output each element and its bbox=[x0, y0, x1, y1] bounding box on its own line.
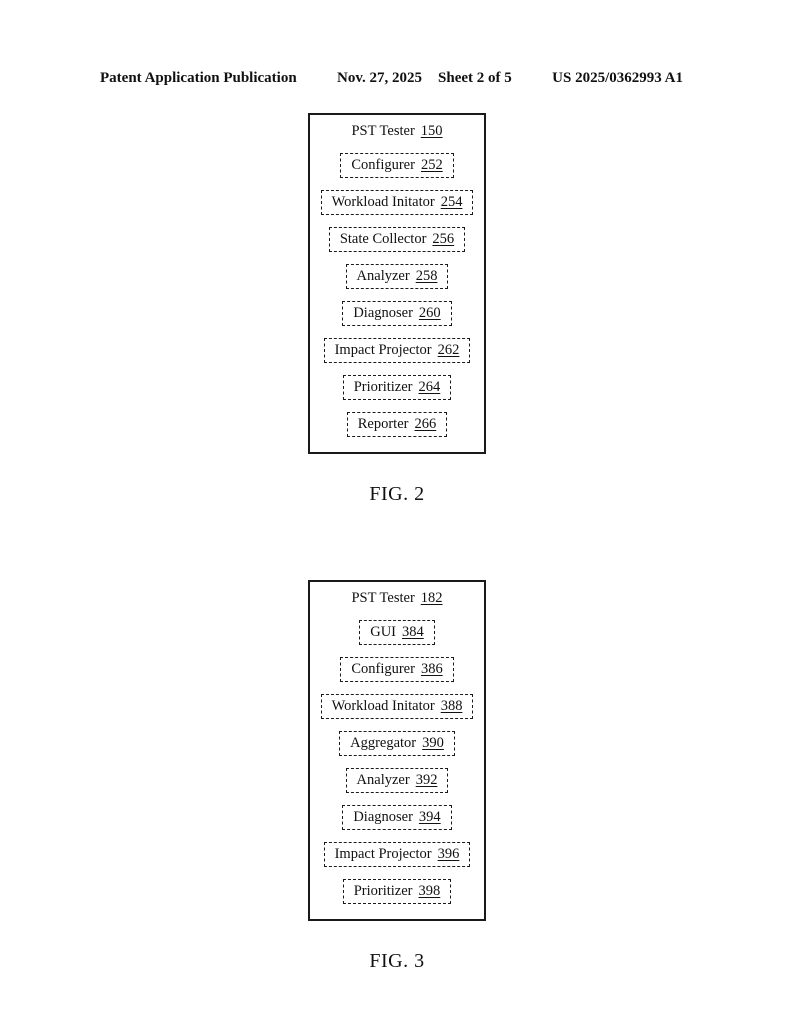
component-ref: 396 bbox=[437, 846, 460, 862]
component-label: Prioritizer bbox=[353, 379, 413, 395]
component-ref: 386 bbox=[420, 661, 443, 677]
component-label: Workload Initator bbox=[331, 194, 435, 210]
header-publication-label: Patent Application Publication bbox=[100, 70, 297, 86]
component-label: State Collector bbox=[339, 231, 427, 247]
figure-3-components: GUI 384 Configurer 386 Workload Initator 38… bbox=[310, 620, 484, 904]
component-label: Prioritizer bbox=[353, 883, 413, 899]
component-label: Configurer bbox=[351, 157, 415, 173]
figure-2: PST Tester 150 Configurer 252 Workload Ini… bbox=[308, 113, 486, 506]
box-title-label: PST Tester bbox=[351, 123, 415, 139]
component-box: Configurer 386 bbox=[340, 657, 454, 682]
component-label: Impact Projector bbox=[334, 846, 432, 862]
component-box: Workload Initator 254 bbox=[320, 190, 474, 215]
component-box: Impact Projector 396 bbox=[323, 842, 471, 867]
component-label: Diagnoser bbox=[353, 305, 413, 321]
component-ref: 266 bbox=[414, 416, 437, 432]
component-box: Impact Projector 262 bbox=[323, 338, 471, 363]
component-ref: 390 bbox=[422, 735, 444, 751]
component-box: Workload Initator 388 bbox=[320, 694, 474, 719]
pst-tester-box-150: PST Tester 150 Configurer 252 Workload Ini… bbox=[308, 113, 486, 454]
component-ref: 262 bbox=[437, 342, 460, 358]
component-ref: 388 bbox=[440, 698, 463, 714]
component-box: Analyzer 258 bbox=[345, 264, 449, 289]
component-label: Impact Projector bbox=[334, 342, 432, 358]
component-box: Prioritizer 398 bbox=[342, 879, 452, 904]
figure-2-components: Configurer 252 Workload Initator 254 State… bbox=[310, 153, 484, 437]
header-patent-number: US 2025/0362993 A1 bbox=[552, 70, 683, 86]
component-label: GUI bbox=[370, 624, 397, 640]
component-label: Reporter bbox=[357, 416, 409, 432]
component-box: State Collector 256 bbox=[328, 227, 466, 252]
component-label: Workload Initator bbox=[331, 698, 435, 714]
box-title-ref: 150 bbox=[420, 123, 443, 139]
header-date: Nov. 27, 2025 bbox=[337, 70, 423, 86]
component-ref: 254 bbox=[440, 194, 463, 210]
box-title-label: PST Tester bbox=[351, 590, 415, 606]
component-ref: 392 bbox=[415, 772, 438, 788]
component-box: Diagnoser 260 bbox=[342, 301, 452, 326]
figure-3-caption: FIG. 3 bbox=[369, 950, 425, 972]
header-date-sheet: Nov. 27, 2025 Sheet 2 of 5 bbox=[337, 70, 512, 87]
component-label: Analyzer bbox=[356, 772, 410, 788]
component-label: Aggregator bbox=[350, 735, 417, 751]
component-box: Aggregator 390 bbox=[339, 731, 455, 756]
component-label: Analyzer bbox=[356, 268, 410, 284]
header-sheet-number: Sheet 2 of 5 bbox=[438, 70, 512, 86]
component-box: Configurer 252 bbox=[340, 153, 454, 178]
box-title-ref: 182 bbox=[420, 590, 443, 606]
component-label: Diagnoser bbox=[353, 809, 413, 825]
component-ref: 394 bbox=[418, 809, 441, 825]
component-ref: 252 bbox=[420, 157, 443, 173]
component-ref: 258 bbox=[415, 268, 438, 284]
pst-tester-box-182: PST Tester 182 GUI 384 Configurer 386 Workl… bbox=[308, 580, 486, 921]
component-box: Analyzer 392 bbox=[345, 768, 449, 793]
component-ref: 398 bbox=[418, 883, 441, 899]
box-title: PST Tester 150 bbox=[310, 123, 484, 140]
component-box: Diagnoser 394 bbox=[342, 805, 452, 830]
component-box: GUI 384 bbox=[359, 620, 435, 645]
component-ref: 384 bbox=[402, 624, 424, 640]
figure-3: PST Tester 182 GUI 384 Configurer 386 Workl… bbox=[308, 580, 486, 973]
component-ref: 264 bbox=[418, 379, 441, 395]
component-label: Configurer bbox=[351, 661, 415, 677]
figure-2-caption: FIG. 2 bbox=[369, 483, 425, 505]
component-ref: 260 bbox=[418, 305, 441, 321]
component-box: Reporter 266 bbox=[346, 412, 448, 437]
page-header: Patent Application Publication Nov. 27, … bbox=[100, 70, 683, 87]
component-ref: 256 bbox=[432, 231, 455, 247]
component-box: Prioritizer 264 bbox=[342, 375, 452, 400]
box-title: PST Tester 182 bbox=[310, 590, 484, 607]
